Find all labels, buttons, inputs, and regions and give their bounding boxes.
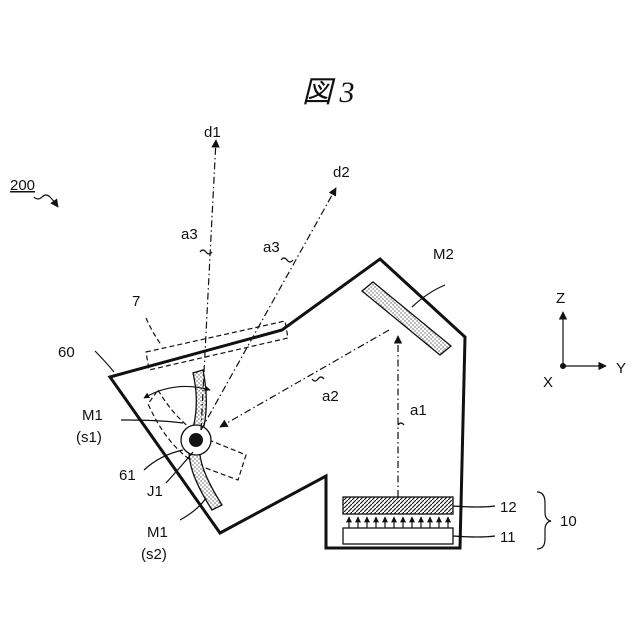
label-s2: (s2) [141, 546, 167, 563]
leader-j1 [166, 452, 193, 483]
label-d2: d2 [333, 164, 350, 181]
device-reference-label: 200 [10, 177, 35, 194]
component-12 [343, 497, 453, 514]
window-leader-line [146, 318, 162, 346]
leader-m1-s1 [121, 420, 183, 423]
device-reference-arrow [34, 195, 58, 207]
label-12: 12 [500, 499, 517, 516]
label-11: 11 [500, 529, 516, 546]
label-m2: M2 [433, 246, 454, 263]
light-path-d1 [201, 140, 216, 430]
label-d1: d1 [204, 124, 221, 141]
label-j1: J1 [147, 483, 163, 500]
mirror-m2 [362, 282, 451, 355]
leader-60 [95, 351, 114, 372]
leader-a2 [312, 377, 324, 381]
leader-a1 [398, 423, 404, 425]
label-axis-z: Z [556, 290, 565, 307]
label-a3-right: a3 [263, 239, 280, 256]
component-11 [343, 528, 453, 544]
leader-a3-right [281, 258, 293, 262]
emission-arrows [349, 517, 448, 528]
coordinate-axes [560, 312, 606, 369]
label-10: 10 [560, 513, 577, 530]
axis-x-origin [560, 363, 566, 369]
leader-11 [453, 536, 495, 537]
label-housing-60: 60 [58, 344, 75, 361]
group-brace [537, 492, 551, 549]
light-path-d2 [201, 188, 336, 430]
figure-title: 図 3 [302, 76, 355, 109]
label-axis-x: X [543, 374, 553, 391]
label-axis-y: Y [616, 360, 626, 377]
label-m1-top: M1 [82, 407, 103, 424]
label-61: 61 [119, 467, 136, 484]
label-s1: (s1) [76, 429, 102, 446]
label-a1: a1 [410, 402, 427, 419]
label-a3-left: a3 [181, 226, 198, 243]
label-m1-bottom: M1 [147, 524, 168, 541]
label-window-7: 7 [132, 293, 140, 310]
leader-12 [453, 506, 495, 507]
rotation-axis-j1 [189, 433, 203, 447]
label-a2: a2 [322, 388, 339, 405]
light-path-a2 [220, 330, 389, 427]
